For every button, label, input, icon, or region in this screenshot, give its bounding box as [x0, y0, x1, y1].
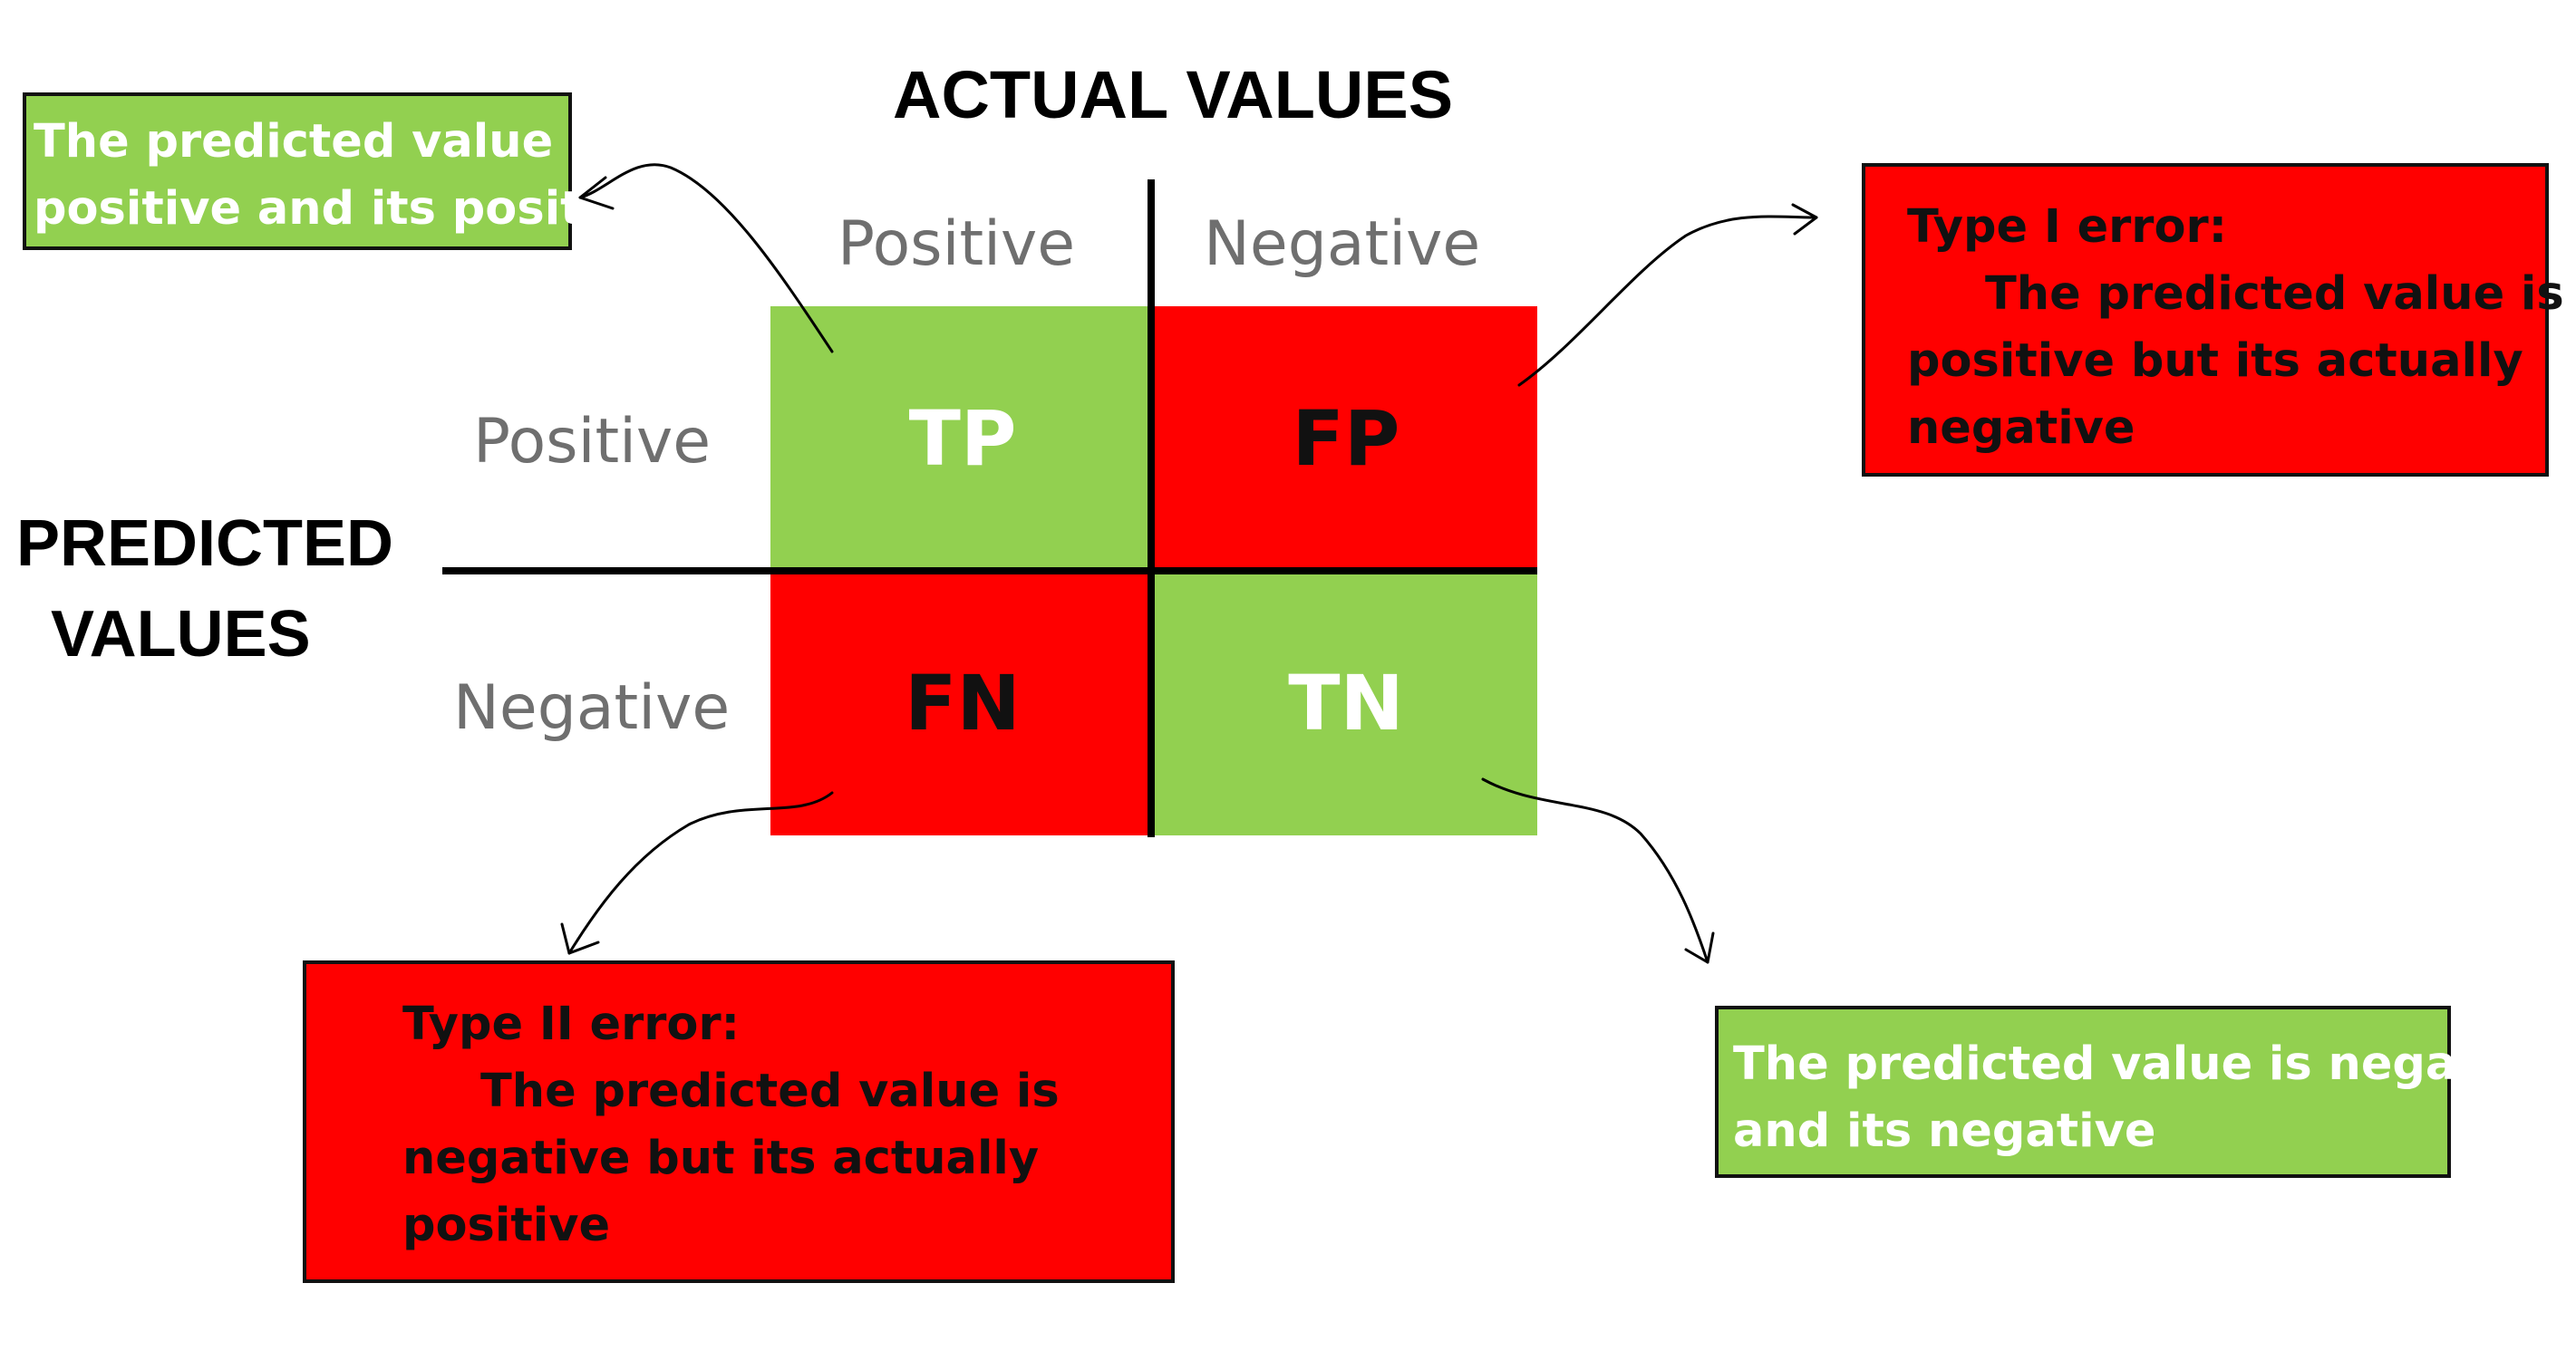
fn-note-line2: The predicted value is [480, 1065, 1060, 1118]
arrow-fp-head [1791, 203, 1818, 236]
row-label-positive: Positive [473, 406, 712, 478]
horizontal-divider [442, 567, 1537, 574]
vertical-divider [1148, 179, 1155, 837]
tn-note-line2: and its negative [1733, 1105, 2156, 1158]
tn-note-line1: The predicted value is negative [1733, 1037, 2557, 1091]
cell-true-negative: TN [1155, 571, 1537, 835]
row-label-negative: Negative [453, 672, 731, 744]
arrow-tn-head [1684, 931, 1715, 964]
arrow-fp-to-note [1517, 215, 1818, 387]
predicted-values-title: PREDICTED VALUES [16, 498, 394, 680]
fn-note-line3: negative but its actually [402, 1132, 1040, 1185]
fn-note-line4: positive [402, 1199, 611, 1252]
annotation-false-negative: Type II error: The predicted value is ne… [303, 960, 1175, 1283]
arrow-fn-to-note [567, 791, 834, 955]
arrow-fn-head [560, 922, 600, 955]
arrow-tn-to-note [1481, 777, 1709, 964]
column-label-negative: Negative [1204, 208, 1481, 280]
fp-note-line1: Type I error: [1907, 200, 2228, 254]
fp-note-line4: negative [1907, 401, 2135, 455]
cell-true-positive: TP [770, 306, 1155, 571]
cell-false-negative: FN [770, 571, 1155, 835]
predicted-title-line1: PREDICTED [16, 507, 394, 580]
cell-false-positive: FP [1155, 306, 1537, 571]
arrow-tp-head [578, 176, 615, 210]
tp-note-line2: positive and its positive [34, 182, 660, 236]
actual-values-title: ACTUAL VALUES [893, 57, 1454, 132]
fp-note-line2: The predicted value is [1985, 267, 2564, 321]
arrow-tp-to-note [578, 163, 834, 353]
predicted-title-line2: VALUES [51, 598, 311, 671]
annotation-true-positive: The predicted value is positive and its … [23, 92, 660, 250]
annotation-true-negative: The predicted value is negative and its … [1715, 1006, 2557, 1178]
tp-note-line1: The predicted value is [34, 115, 613, 169]
annotation-false-positive: Type I error: The predicted value is pos… [1862, 163, 2564, 477]
fn-note-line1: Type II error: [402, 998, 741, 1051]
fp-note-line3: positive but its actually [1907, 334, 2523, 388]
column-label-positive: Positive [838, 208, 1076, 280]
